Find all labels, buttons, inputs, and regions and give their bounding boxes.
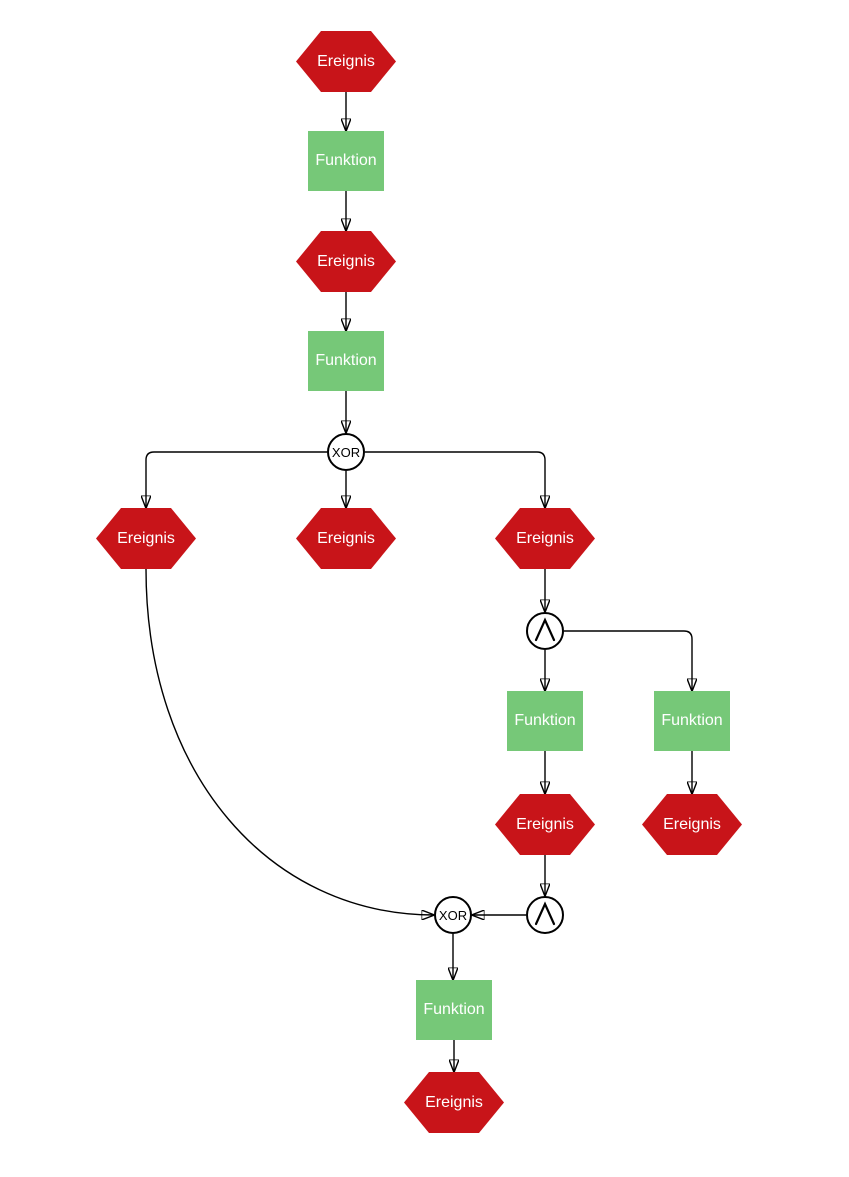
- node-label: Ereignis: [317, 529, 375, 547]
- node-label: Ereignis: [516, 529, 574, 547]
- function-node-2[interactable]: Funktion: [308, 331, 384, 391]
- node-label: Ereignis: [117, 529, 175, 547]
- node-label: Funktion: [661, 712, 723, 729]
- function-node-5[interactable]: Funktion: [416, 980, 492, 1040]
- node-label: Ereignis: [317, 252, 375, 270]
- xor-label: XOR: [438, 907, 468, 923]
- node-label: Funktion: [315, 352, 377, 369]
- node-label: Funktion: [423, 1001, 485, 1018]
- node-label: Ereignis: [663, 815, 721, 833]
- xor-label: XOR: [331, 444, 361, 460]
- node-label: Funktion: [514, 712, 576, 729]
- node-label: Ereignis: [516, 815, 574, 833]
- node-label: Ereignis: [425, 1093, 483, 1111]
- and-icon: [534, 901, 556, 926]
- and-connector-1[interactable]: [526, 612, 564, 650]
- node-label: Ereignis: [317, 52, 375, 70]
- xor-connector-1[interactable]: XOR: [327, 433, 365, 471]
- xor-connector-2[interactable]: XOR: [434, 896, 472, 934]
- and-connector-2[interactable]: [526, 896, 564, 934]
- function-node-1[interactable]: Funktion: [308, 131, 384, 191]
- edge-and1-function4: [564, 630, 692, 691]
- edge-event3-xor2: [145, 568, 434, 915]
- function-node-3[interactable]: Funktion: [507, 691, 583, 751]
- and-icon: [534, 617, 556, 642]
- edge-xor1-event3: [146, 451, 327, 508]
- node-label: Funktion: [315, 152, 377, 169]
- function-node-4[interactable]: Funktion: [654, 691, 730, 751]
- edge-xor1-event5: [365, 451, 545, 508]
